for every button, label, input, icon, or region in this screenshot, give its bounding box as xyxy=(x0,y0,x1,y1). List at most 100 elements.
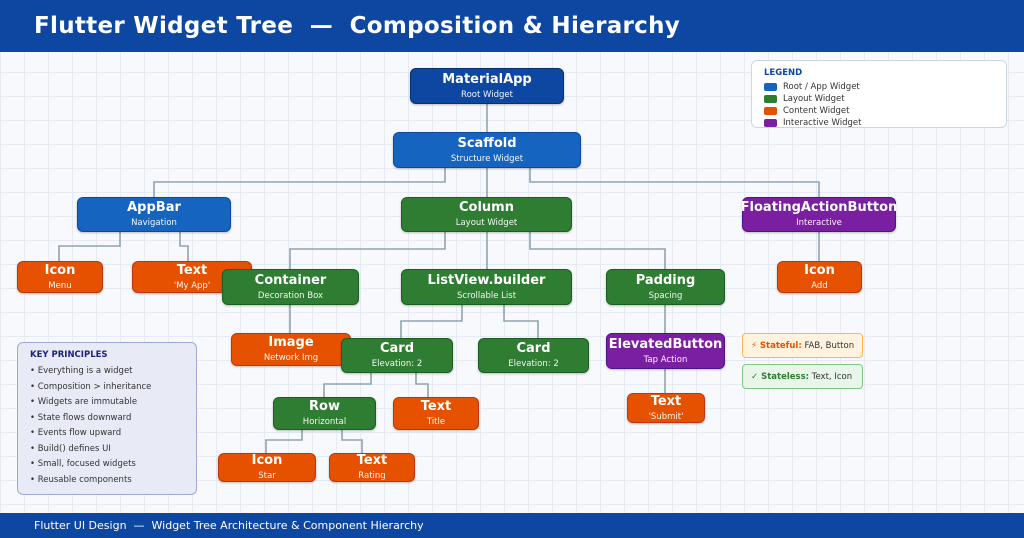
principle-item: Build() defines UI xyxy=(30,442,184,458)
node-subtitle: 'Submit' xyxy=(648,411,684,422)
node-title: ListView.builder xyxy=(427,272,546,288)
node-subtitle: Tap Action xyxy=(643,354,688,365)
node-subtitle: Structure Widget xyxy=(450,153,524,164)
stateful-label: ⚡ Stateful: xyxy=(751,340,802,351)
node-title: Text xyxy=(650,393,682,409)
node-subtitle: Navigation xyxy=(131,218,177,228)
edge-listview-card2 xyxy=(503,305,539,338)
node-text-submit: Text 'Submit' xyxy=(627,393,705,423)
node-materialapp: MaterialApp Root Widget xyxy=(410,68,564,104)
node-card-1: Card Elevation: 2 xyxy=(341,338,453,373)
stateful-tag: ⚡ Stateful: FAB, Button xyxy=(742,333,863,358)
legend-panel: LEGEND Root / App Widget Layout Widget C… xyxy=(751,60,1007,128)
node-subtitle: Scrollable List xyxy=(456,290,517,301)
node-padding: Padding Spacing xyxy=(606,269,725,305)
legend-item-root: Root / App Widget xyxy=(764,81,994,93)
node-title: Text xyxy=(356,453,388,468)
stateful-value: FAB, Button xyxy=(804,340,855,351)
node-title: Column xyxy=(459,200,514,215)
footer-text: Flutter UI Design — Widget Tree Architec… xyxy=(34,519,424,532)
node-title: Icon xyxy=(804,262,835,278)
legend-label: Interactive Widget xyxy=(783,118,862,128)
node-image: Image Network Img xyxy=(231,333,351,366)
edge-listview-card1 xyxy=(400,305,463,338)
node-container: Container Decoration Box xyxy=(222,269,359,305)
node-subtitle: Network Img xyxy=(263,353,319,363)
legend-swatch xyxy=(764,119,777,127)
node-subtitle: Elevation: 2 xyxy=(508,359,559,369)
node-title: Text xyxy=(420,399,452,414)
node-subtitle: Horizontal xyxy=(302,417,347,427)
edge-column-container xyxy=(289,232,446,269)
principle-item: Widgets are immutable xyxy=(30,395,184,411)
header-bar: Flutter Widget Tree — Composition & Hier… xyxy=(0,0,1024,52)
node-title: Card xyxy=(379,341,415,356)
node-title: Scaffold xyxy=(457,135,517,151)
node-text-rating: Text Rating xyxy=(329,453,415,482)
node-title: MaterialApp xyxy=(442,71,532,87)
legend-swatch xyxy=(764,83,777,91)
node-elevatedbutton: ElevatedButton Tap Action xyxy=(606,333,725,369)
node-icon-add: Icon Add xyxy=(777,261,862,293)
principle-item: Composition > inheritance xyxy=(30,380,184,396)
legend-swatch xyxy=(764,95,777,103)
legend-title: LEGEND xyxy=(764,68,803,78)
node-title: Icon xyxy=(251,453,283,468)
principle-item: Small, focused widgets xyxy=(30,457,184,473)
node-text-title: Text Title xyxy=(393,397,479,430)
node-subtitle: Menu xyxy=(48,280,72,291)
node-title: FloatingActionButton xyxy=(740,200,898,215)
key-principles-panel: KEY PRINCIPLES Everything is a widget Co… xyxy=(17,342,197,495)
principle-item: Events flow upward xyxy=(30,426,184,442)
node-row: Row Horizontal xyxy=(273,397,376,430)
node-subtitle: Star xyxy=(258,471,276,481)
node-title: ElevatedButton xyxy=(608,336,723,352)
node-title: Text xyxy=(176,262,208,278)
node-icon-star: Icon Star xyxy=(218,453,316,482)
principle-item: Everything is a widget xyxy=(30,364,184,380)
legend-label: Content Widget xyxy=(783,106,850,116)
node-card-2: Card Elevation: 2 xyxy=(478,338,589,373)
stateless-value: Text, Icon xyxy=(811,371,853,382)
stateless-tag: ✓ Stateless: Text, Icon xyxy=(742,364,863,389)
node-subtitle: Title xyxy=(426,417,446,427)
edge-appbar-text xyxy=(179,232,189,261)
edge-column-padding xyxy=(529,232,666,269)
footer-bar: Flutter UI Design — Widget Tree Architec… xyxy=(0,513,1024,538)
node-subtitle: Decoration Box xyxy=(257,290,324,301)
node-appbar: AppBar Navigation xyxy=(77,197,231,232)
node-title: Padding xyxy=(635,272,696,288)
node-subtitle: Spacing xyxy=(648,290,683,301)
principles-title: KEY PRINCIPLES xyxy=(30,350,108,360)
node-title: Container xyxy=(254,272,327,288)
edge-card1-row xyxy=(323,373,372,397)
node-title: Image xyxy=(268,335,314,350)
legend-item-content: Content Widget xyxy=(764,105,994,117)
node-subtitle: Layout Widget xyxy=(455,218,518,228)
node-subtitle: Add xyxy=(811,280,828,291)
page-title: Flutter Widget Tree — Composition & Hier… xyxy=(34,13,681,39)
node-title: AppBar xyxy=(127,200,181,215)
edge-row-icon xyxy=(265,430,303,453)
node-listview: ListView.builder Scrollable List xyxy=(401,269,572,305)
node-subtitle: Interactive xyxy=(796,218,842,228)
node-subtitle: Rating xyxy=(358,471,386,481)
legend-label: Layout Widget xyxy=(783,94,845,104)
node-title: Icon xyxy=(44,262,76,278)
node-icon-menu: Icon Menu xyxy=(17,261,103,293)
node-title: Card xyxy=(516,341,551,356)
edge-row-text xyxy=(341,430,363,453)
legend-label: Root / App Widget xyxy=(783,82,860,92)
legend-swatch xyxy=(764,107,777,115)
node-fab: FloatingActionButton Interactive xyxy=(740,197,898,232)
node-title: Row xyxy=(309,399,340,414)
principle-item: State flows downward xyxy=(30,411,184,427)
legend-item-layout: Layout Widget xyxy=(764,93,994,105)
legend-item-interactive: Interactive Widget xyxy=(764,117,994,129)
node-subtitle: 'My App' xyxy=(173,280,211,291)
principle-item: Reusable components xyxy=(30,473,184,489)
node-scaffold: Scaffold Structure Widget xyxy=(393,132,581,168)
stateless-label: ✓ Stateless: xyxy=(751,371,810,382)
edge-card1-text xyxy=(415,373,429,397)
